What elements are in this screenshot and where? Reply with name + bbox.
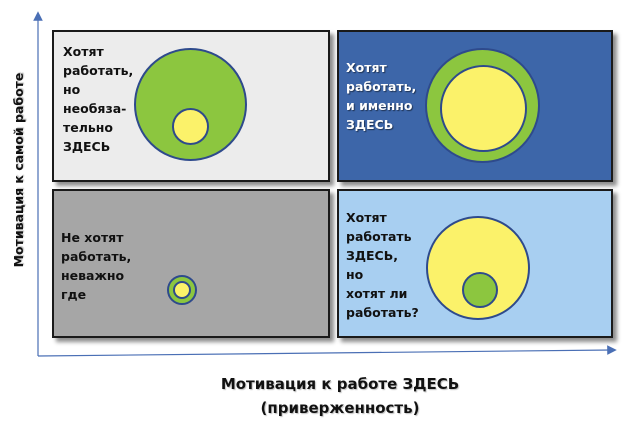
inner-circle-yellow — [172, 108, 209, 145]
quadrant-top-right-text: Хотят работать, и именно ЗДЕСЬ — [346, 60, 417, 132]
quadrant-bottom-right: Хотят работать ЗДЕСЬ, но хотят ли работа… — [337, 189, 613, 338]
inner-circle-green — [462, 272, 498, 308]
inner-circle-yellow — [440, 65, 527, 152]
quadrant-top-left: Хотят работать, но необяза- тельно ЗДЕСЬ — [52, 30, 330, 182]
x-axis-label: Мотивация к работе ЗДЕСЬ — [220, 375, 460, 393]
x-axis-line — [37, 345, 617, 357]
quadrant-top-right: Хотят работать, и именно ЗДЕСЬ — [337, 30, 613, 182]
quadrant-top-left-text: Хотят работать, но необяза- тельно ЗДЕСЬ — [63, 44, 134, 154]
x-axis-sublabel: (приверженность) — [260, 399, 420, 417]
inner-circle-yellow — [173, 281, 191, 299]
quadrant-bottom-left-text: Не хотят работать, неважно где — [61, 230, 132, 302]
quadrant-bottom-left: Не хотят работать, неважно где — [52, 189, 330, 338]
quadrant-bottom-right-text: Хотят работать ЗДЕСЬ, но хотят ли работа… — [346, 210, 419, 320]
y-axis-label: Мотивация к самой работе — [11, 72, 26, 268]
